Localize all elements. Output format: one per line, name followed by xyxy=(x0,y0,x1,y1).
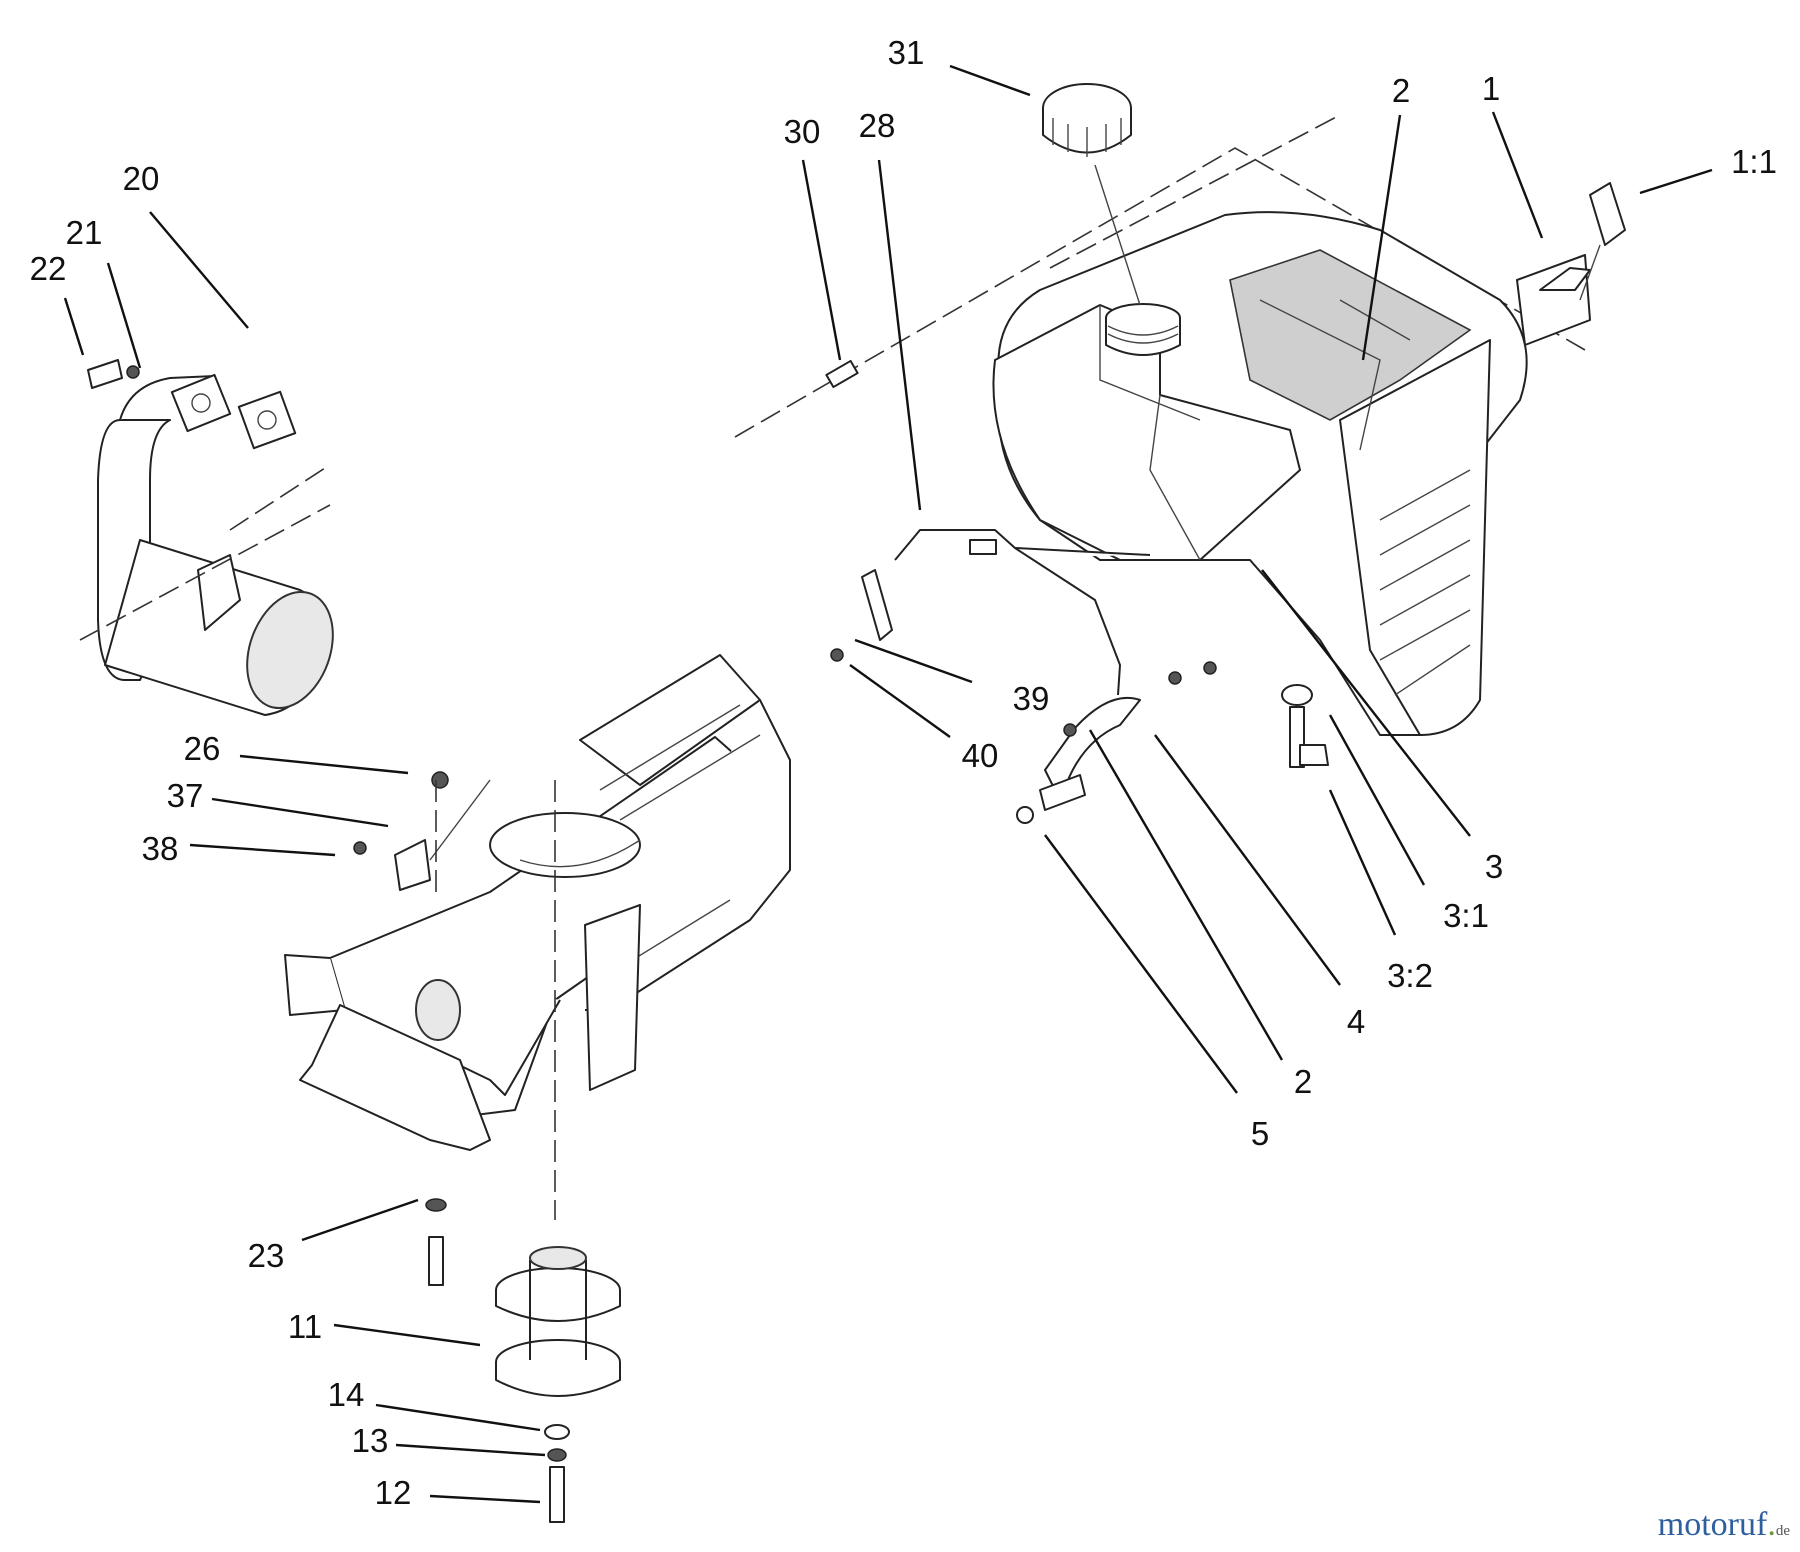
callout-31: 31 xyxy=(888,34,925,71)
callout-40: 40 xyxy=(962,737,999,774)
watermark-logo: motoruf.de xyxy=(1658,1506,1790,1544)
callout-2-bottom: 2 xyxy=(1294,1063,1312,1100)
pin xyxy=(825,359,859,389)
muffler-assembly xyxy=(79,359,334,716)
callout-labels: 31 30 28 2 1 1:1 3 3:1 3:2 4 2 5 39 40 2… xyxy=(30,34,1777,1511)
watermark-dot: . xyxy=(1767,1506,1776,1543)
callout-37: 37 xyxy=(167,777,204,814)
throttle-control xyxy=(1516,182,1626,346)
callout-1-1: 1:1 xyxy=(1731,143,1777,180)
callout-26: 26 xyxy=(184,730,221,767)
callout-30: 30 xyxy=(784,113,821,150)
callout-20: 20 xyxy=(123,160,160,197)
callout-3-1: 3:1 xyxy=(1443,897,1489,934)
callout-22: 22 xyxy=(30,250,67,287)
fuel-cap xyxy=(1042,83,1141,306)
callout-38: 38 xyxy=(142,830,179,867)
callout-12: 12 xyxy=(375,1474,412,1511)
callout-3-2: 3:2 xyxy=(1387,957,1433,994)
shutoff-rod xyxy=(861,529,1151,696)
fuel-line xyxy=(1039,661,1217,811)
leader-lines xyxy=(63,64,1713,1504)
callout-28: 28 xyxy=(859,107,896,144)
callout-1: 1 xyxy=(1482,70,1500,107)
fasteners xyxy=(425,1198,570,1523)
callout-5: 5 xyxy=(1251,1115,1269,1152)
watermark-brand: motoruf xyxy=(1657,1506,1768,1543)
engine-pulley xyxy=(495,1246,621,1397)
fuel-tank-assembly xyxy=(734,83,1626,824)
callout-4: 4 xyxy=(1347,1003,1365,1040)
engine-mount-frame xyxy=(284,654,791,1220)
callout-14: 14 xyxy=(328,1376,365,1413)
callout-2-top: 2 xyxy=(1392,72,1410,109)
callout-21: 21 xyxy=(66,214,103,251)
watermark-tld: de xyxy=(1775,1523,1790,1539)
callout-3: 3 xyxy=(1485,848,1503,885)
shutoff-valve xyxy=(1281,684,1329,768)
callout-39: 39 xyxy=(1013,680,1050,717)
callout-11: 11 xyxy=(288,1308,322,1345)
callout-23: 23 xyxy=(248,1237,285,1274)
callout-13: 13 xyxy=(352,1422,389,1459)
hose-clamp xyxy=(1016,806,1034,824)
screw xyxy=(830,648,844,662)
